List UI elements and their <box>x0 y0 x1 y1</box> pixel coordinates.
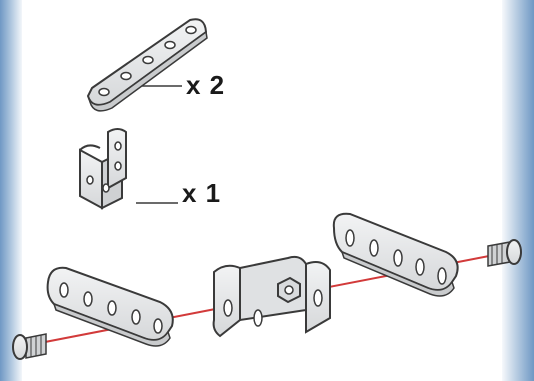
bolt-icon <box>12 333 47 360</box>
bracket-quantity-label: x 1 <box>182 178 222 208</box>
strip-quantity-label: x 2 <box>186 70 226 100</box>
bolt-icon <box>487 239 522 267</box>
strip-part-icon <box>86 18 208 112</box>
assembly-right-strip <box>332 212 459 297</box>
u-bracket-part-icon <box>79 128 127 210</box>
nut-icon <box>277 276 301 304</box>
assembly-bracket <box>212 255 331 338</box>
assembly-left-strip <box>46 266 174 347</box>
